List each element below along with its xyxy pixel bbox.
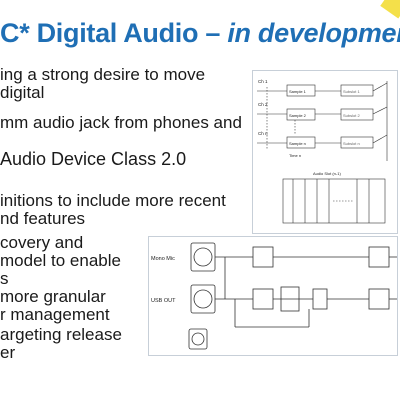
- bullet-3: Audio Device Class 2.0: [0, 150, 260, 168]
- diagram-channel-sampling: Ch 1 Ch 2 Ch n Sample 1 Sample 2 Sample …: [252, 70, 398, 234]
- bullet-7-line-1: argeting release: [0, 326, 122, 344]
- channel-label-1: Ch 1: [258, 79, 268, 84]
- channel-label-2: Ch 2: [258, 102, 268, 107]
- time-label: Time n: [289, 153, 301, 158]
- bullet-5-line-3: s: [0, 269, 9, 288]
- bullet-5: covery and model to enable s: [0, 234, 260, 288]
- bullet-1: ing a strong desire to move digital: [0, 66, 260, 102]
- signal-chain-svg: Mono Mic USB OUT: [151, 242, 397, 350]
- bullet-2-line-1: mm audio jack from phones and: [0, 114, 242, 132]
- sample-label-n: Sample n: [289, 141, 306, 146]
- mono-mic-label: Mono Mic: [151, 256, 175, 262]
- subslot-label-n: Subslot n: [343, 141, 360, 146]
- bullet-7: argeting release er: [0, 326, 260, 362]
- bullet-1-line-2: digital: [0, 83, 45, 102]
- sample-label-2: Sample 2: [289, 113, 307, 118]
- bullet-5-line-1: covery and: [0, 234, 84, 252]
- channel-label-n: Ch n: [258, 131, 268, 136]
- audio-slot-label: Audio Slot (n-1): [313, 171, 341, 176]
- bullet-6-line-2: r management: [0, 305, 110, 324]
- bullet-2: mm audio jack from phones and: [0, 114, 260, 132]
- title-emphasis: in developmen: [227, 18, 400, 48]
- subslot-label-2: Subslot 2: [343, 113, 360, 118]
- bullet-4: initions to include more recent nd featu…: [0, 192, 260, 228]
- bullet-6-line-1: more granular: [0, 288, 106, 306]
- slide-title: C* Digital Audio – in developmen: [0, 18, 400, 52]
- bullet-1-line-1: ing a strong desire to move: [0, 66, 206, 84]
- corner-accent: [380, 0, 400, 19]
- bullet-3-line-1: Audio Device Class 2.0: [0, 150, 187, 168]
- bullet-4-line-2: nd features: [0, 209, 86, 228]
- bullet-5-line-2: model to enable: [0, 251, 121, 270]
- diagram-signal-chain: Mono Mic USB OUT: [148, 236, 398, 356]
- bullet-7-line-2: er: [0, 343, 16, 362]
- bullet-6: more granular r management: [0, 288, 260, 324]
- channel-sampling-svg: Ch 1 Ch 2 Ch n Sample 1 Sample 2 Sample …: [257, 79, 388, 224]
- title-main: C* Digital Audio –: [0, 18, 228, 48]
- sample-label-1: Sample 1: [289, 89, 307, 94]
- subslot-label-1: Subslot 1: [343, 89, 360, 94]
- usb-out-label: USB OUT: [151, 298, 176, 304]
- bullet-4-line-1: initions to include more recent: [0, 192, 226, 210]
